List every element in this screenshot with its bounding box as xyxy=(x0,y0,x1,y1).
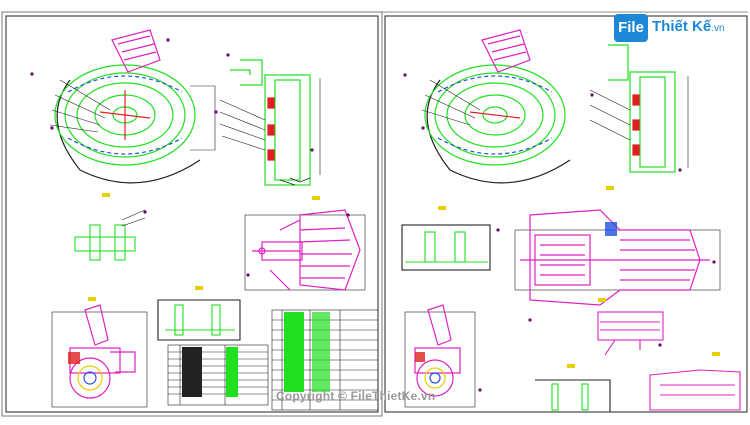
copyright-watermark: Copyright © FileThietKe.vn xyxy=(276,389,436,403)
brake-chamber-view-right xyxy=(514,186,721,306)
flange-view-right xyxy=(535,364,611,413)
logo-text: Thiết Kế.vn xyxy=(652,18,725,35)
slack-adjuster-view-right xyxy=(404,304,476,408)
brake-drum-view-right xyxy=(421,29,571,184)
chamber-detail-right xyxy=(649,352,741,411)
filethietke-logo[interactable]: File Thiết Kế.vn xyxy=(614,12,740,44)
parts-list-table-left xyxy=(167,344,269,406)
brake-drum-view-left xyxy=(49,29,216,184)
slack-adjuster-view-left xyxy=(51,297,148,408)
hub-section-view-right xyxy=(589,44,689,173)
left-drawing-sheet xyxy=(1,11,383,417)
bracket-view-right xyxy=(401,206,491,271)
valve-detail-right xyxy=(597,298,664,356)
parts-list-table-right xyxy=(271,309,379,411)
brake-chamber-view-left xyxy=(244,196,366,291)
callout-markers xyxy=(30,38,716,392)
flange-view-left xyxy=(157,286,241,341)
hub-section-view-left xyxy=(219,59,321,186)
logo-badge: File xyxy=(614,14,648,42)
bracket-view-left xyxy=(74,193,146,261)
